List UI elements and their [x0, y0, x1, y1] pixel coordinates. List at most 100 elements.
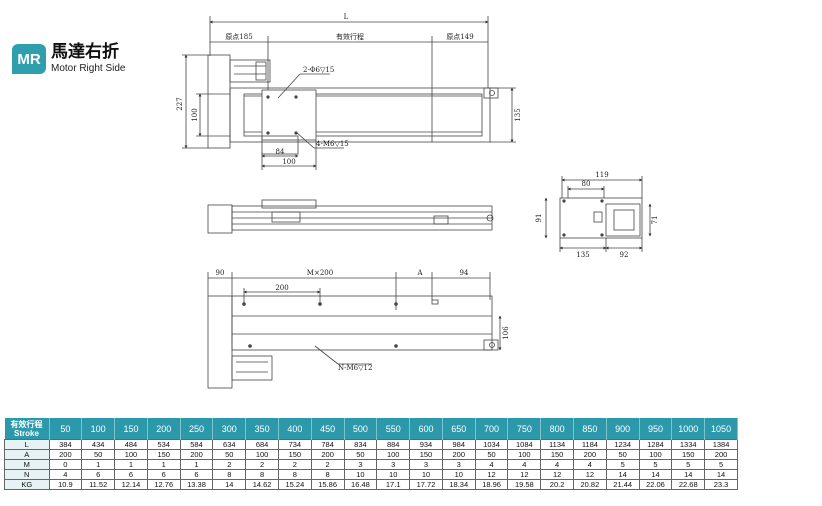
- dim-a: A: [416, 269, 423, 277]
- table-cell: 5: [638, 459, 673, 470]
- brand-block: MR 馬達右折 Motor Right Side: [12, 44, 125, 74]
- table-cell: 8: [212, 469, 247, 480]
- table-cell: 1: [114, 459, 148, 470]
- table-cell: 4: [48, 469, 83, 480]
- stroke-header-cell: 800: [540, 418, 574, 440]
- stroke-header-cell: 700: [475, 418, 509, 440]
- dim-84: 84: [276, 148, 285, 156]
- stroke-header-cell: 200: [147, 418, 181, 440]
- table-cell: 50: [605, 449, 640, 460]
- label-holes-bottom: 4-M6▽15: [316, 140, 349, 148]
- stroke-header-cell: 950: [639, 418, 673, 440]
- table-cell: 11.52: [81, 479, 116, 490]
- table-cell: 1: [146, 459, 181, 470]
- table-cell: 100: [114, 449, 148, 460]
- row-label: N: [4, 469, 50, 480]
- dim-height-227: 227: [176, 97, 184, 110]
- dim-135-end: 135: [576, 251, 589, 259]
- stroke-header-cell: 600: [409, 418, 443, 440]
- table-cell: 8: [245, 469, 279, 480]
- stroke-header-cell: 350: [245, 418, 279, 440]
- table-cell: 14: [671, 469, 706, 480]
- stroke-header-cell: 300: [212, 418, 247, 440]
- table-cell: 1334: [671, 439, 706, 450]
- table-cell: 984: [441, 439, 476, 450]
- table-cell: 50: [343, 449, 378, 460]
- table-cell: 2: [245, 459, 279, 470]
- table-cell: 18.96: [474, 479, 509, 490]
- table-cell: 5: [605, 459, 640, 470]
- stroke-header-cell: 400: [278, 418, 312, 440]
- dim-71: 71: [651, 216, 659, 225]
- dim-119: 119: [595, 171, 608, 179]
- stroke-header-cn: 有效行程: [10, 419, 43, 429]
- table-cell: 2: [277, 459, 312, 470]
- table-cell: 384: [48, 439, 83, 450]
- row-label: M: [4, 459, 50, 470]
- table-cell: 2: [212, 459, 247, 470]
- stroke-header-cell: 250: [180, 418, 214, 440]
- table-cell: 150: [146, 449, 181, 460]
- stroke-header-cell: 100: [81, 418, 116, 440]
- table-cell: 1384: [704, 439, 738, 450]
- brand-text: 馬達右折 Motor Right Side: [51, 44, 125, 74]
- table-cell: 14: [638, 469, 673, 480]
- table-cell: 17.72: [409, 479, 443, 490]
- technical-drawing: L 原点185 有效行程 原点149 2-Φ6▽15 4-M6▽15 227 1…: [176, 13, 659, 389]
- table-cell: 21.44: [605, 479, 640, 490]
- table-cell: 23.3: [704, 479, 738, 490]
- dim-106: 106: [502, 326, 510, 340]
- table-cell: 50: [212, 449, 247, 460]
- table-cell: 150: [671, 449, 706, 460]
- table-cell: 6: [114, 469, 148, 480]
- table-cell: 684: [245, 439, 279, 450]
- table-cell: 1134: [540, 439, 574, 450]
- stroke-header-cell: 1000: [671, 418, 706, 440]
- table-cell: 17.1: [376, 479, 411, 490]
- table-cell: 200: [573, 449, 607, 460]
- table-cell: 22.06: [638, 479, 673, 490]
- dim-effective-stroke: 有效行程: [336, 32, 364, 41]
- table-cell: 20.82: [573, 479, 607, 490]
- table-cell: 5: [671, 459, 706, 470]
- table-cell: 19.58: [507, 479, 542, 490]
- table-cell: 10: [376, 469, 411, 480]
- table-cell: 3: [441, 459, 476, 470]
- table-cell: 200: [310, 449, 345, 460]
- table-cell: 15.24: [277, 479, 312, 490]
- table-cell: 14: [704, 469, 738, 480]
- table-cell: 13.38: [179, 479, 214, 490]
- table-cell: 6: [146, 469, 181, 480]
- table-cell: 884: [376, 439, 411, 450]
- stroke-header-cell: 750: [507, 418, 542, 440]
- table-cell: 934: [409, 439, 443, 450]
- table-cell: 20.2: [540, 479, 574, 490]
- table-cell: 100: [507, 449, 542, 460]
- stroke-header-en: Stroke: [14, 428, 39, 438]
- table-cell: 434: [81, 439, 116, 450]
- stroke-header-cell: 450: [311, 418, 345, 440]
- table-cell: 4: [573, 459, 607, 470]
- dim-92: 92: [620, 251, 629, 259]
- table-cell: 12: [540, 469, 574, 480]
- table-cell: 200: [441, 449, 476, 460]
- table-cell: 100: [638, 449, 673, 460]
- table-cell: 2: [310, 459, 345, 470]
- top-view-labels: L 原点185 有效行程 原点149 2-Φ6▽15 4-M6▽15 227 1…: [176, 13, 522, 166]
- table-cell: 3: [343, 459, 378, 470]
- bottom-view: [207, 272, 502, 389]
- stroke-header-cell: 550: [376, 418, 411, 440]
- brand-title-en: Motor Right Side: [51, 63, 126, 74]
- stroke-header-cell: 900: [606, 418, 640, 440]
- table-cell: 10: [409, 469, 443, 480]
- dim-origin-right: 原点149: [446, 33, 473, 41]
- end-view: [544, 176, 652, 252]
- table-cell: 200: [704, 449, 738, 460]
- top-view: [182, 16, 516, 170]
- table-cell: 150: [277, 449, 312, 460]
